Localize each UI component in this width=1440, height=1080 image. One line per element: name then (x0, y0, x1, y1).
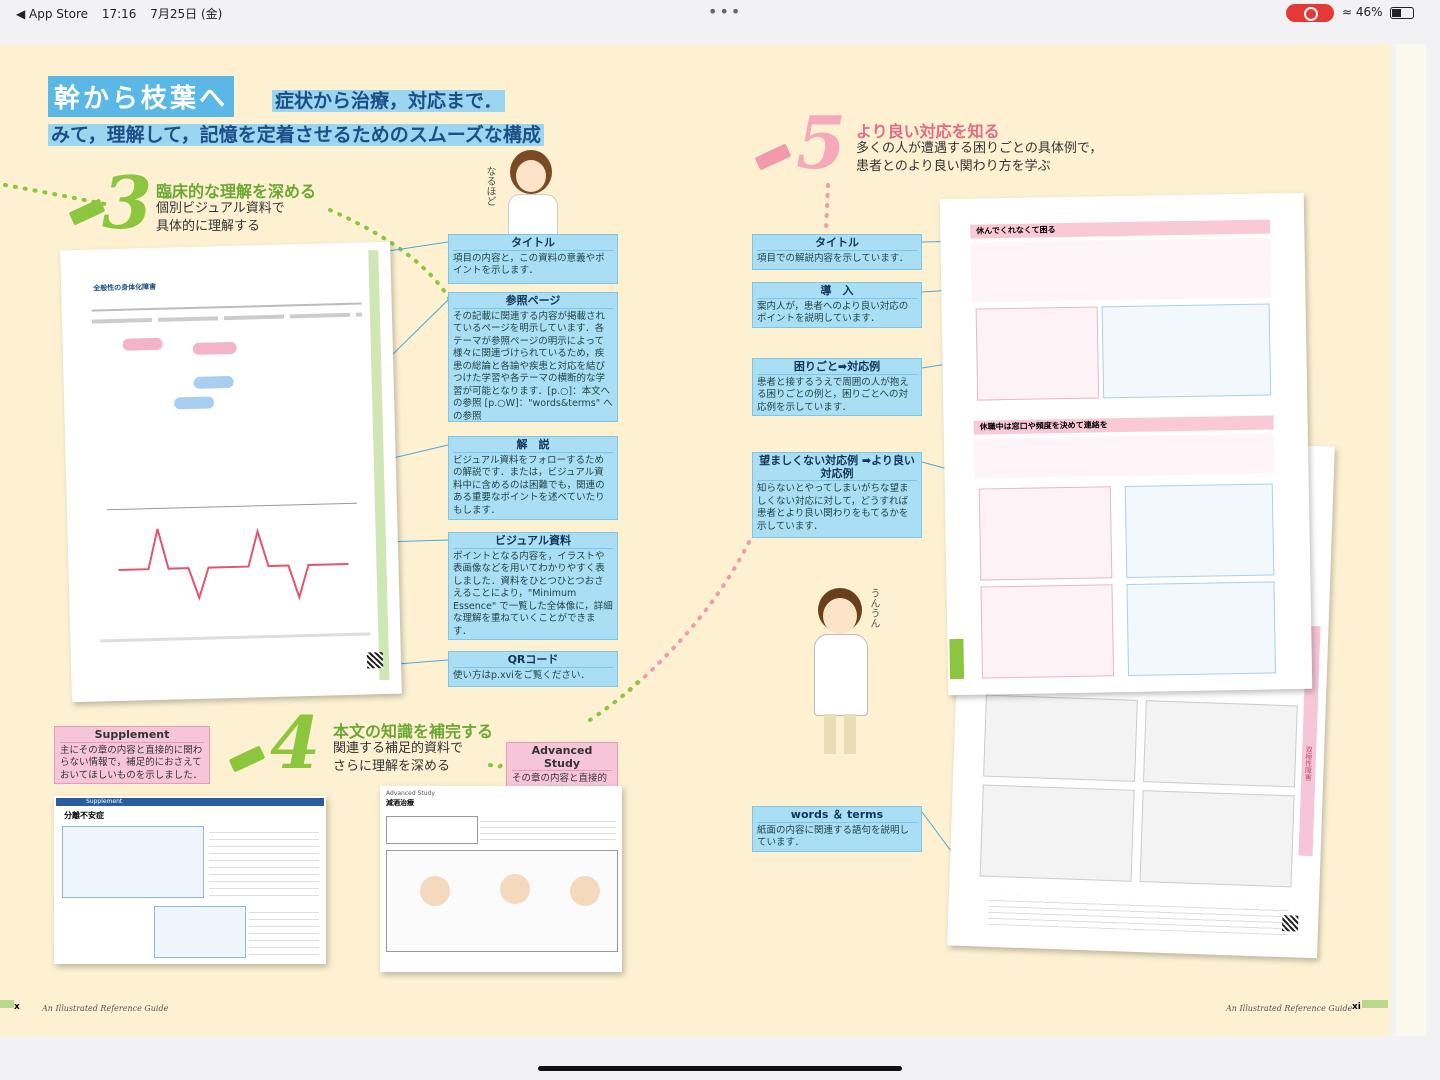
advanced-sample-page: Advanced Study 減酒治療 (380, 786, 622, 972)
callout-explanation-heading: 解 説 (453, 438, 613, 453)
callout-introduction-body: 案内人が，患者へのより良い対応のポイントを説明しています． (757, 300, 909, 325)
callout-words-body: 紙面の内容に関連する語句を説明しています． (757, 824, 910, 849)
callout-bad-vs-good: 望ましくない対応例 ➡より良い対応例知らないとやってしまいがちな望ましくない対応… (752, 452, 922, 538)
section4-sub-1: 関連する補足的資料で (333, 741, 464, 756)
section5-title: より良い対応を知る (856, 122, 1000, 141)
section5-sub-2: 患者とのより良い関わり方を学ぶ (856, 159, 1051, 174)
callout-explanation: 解 説ビジュアル資料をフォローするための解説です．または，ビジュアル資料中に含め… (448, 436, 618, 520)
supplement-heading: Supplement (60, 728, 204, 743)
home-indicator[interactable] (538, 1066, 902, 1071)
section5-sub-1: 多くの人が遭遇する困りごとの具体例で， (856, 141, 1103, 156)
supplement-sample-page: Supplement 分離不安症 (54, 796, 326, 964)
callout-reference-heading: 参照ページ (453, 294, 613, 309)
section3-number: 3 (102, 160, 153, 245)
callout-reference-body: その記載に関連する内容が掲載されているページを明示しています．各テーマが参照ペー… (453, 310, 613, 422)
callout-title: タイトル項目の内容と，この資料の意義やポイントを示します． (448, 234, 618, 284)
section5-sub: 多くの人が遭遇する困りごとの具体例で， 患者とのより良い関わり方を学ぶ (856, 140, 1102, 176)
callout-visual-body: ポイントとなる内容を，イラストや表画像などを用いてわかりやすく表しました．資料を… (453, 550, 613, 637)
screen-recording-indicator[interactable] (1286, 4, 1334, 22)
callout-trouble-body: 患者と接するうえで周囲の人が抱える困りごとの例と，困りごとへの対応例を示していま… (757, 376, 909, 413)
status-left: ◀ App Store 17:16 7月25日 (金) (16, 5, 232, 22)
callout-reference-page: 参照ページその記載に関連する内容が掲載されているページを明示しています．各テーマ… (448, 292, 618, 422)
callout-introduction-heading: 導 入 (757, 284, 917, 299)
footer-bar-right (1362, 1000, 1388, 1008)
callout-right-title-heading: タイトル (757, 236, 917, 251)
supplement-sample-heading: Supplement (56, 798, 324, 806)
status-time: 17:16 (101, 7, 137, 21)
callout-bad-good-heading: 望ましくない対応例 ➡より良い対応例 (757, 454, 917, 481)
headline-sub: 症状から治療，対応まで． (272, 86, 506, 113)
callout-bad-good-body: 知らないとやってしまいがちな望ましくない対応に対して，どうすれば患者とより良い関… (757, 483, 909, 532)
status-date: 7月25日 (金) (150, 7, 223, 21)
sample-page-left-heading: 全般性の身体化障害 (93, 282, 157, 293)
footer-right-text: An Illustrated Reference Guide (1226, 1004, 1353, 1013)
nurse-character (500, 150, 560, 236)
callout-visual-heading: ビジュアル資料 (453, 534, 613, 549)
battery-percent: 46% (1355, 5, 1383, 19)
callout-trouble-heading: 困りごと➡対応例 (757, 360, 917, 375)
side-tab-label: 双極性障害 (1304, 745, 1314, 782)
sample-page-right-front: 休んでくれなくて困る 休職中は窓口や頻度を決めて連絡を (939, 192, 1313, 696)
callout-qr-body: 使い方はp.xviをご覧ください． (453, 669, 590, 681)
section3-sub-2: 具体的に理解する (156, 219, 261, 234)
qr-code-icon (366, 652, 384, 669)
naruhodo-text: なるほど (484, 166, 495, 206)
callout-explanation-body: ビジュアル資料をフォローするための解説です．または，ビジュアル資料中に含めるのは… (453, 454, 605, 516)
status-right: ≈ 46% (1342, 5, 1415, 19)
right-page-subtitle: 休職中は窓口や頻度を決めて連絡を (973, 415, 1274, 435)
wifi-icon: ≈ (1342, 5, 1353, 19)
callout-qr-code: QRコード使い方はp.xviをご覧ください． (448, 651, 618, 687)
battery-icon (1390, 6, 1415, 19)
supplement-sample-title: 分離不安症 (64, 811, 104, 820)
sample-page-left: 全般性の身体化障害 (60, 241, 402, 703)
callout-visual-material: ビジュアル資料ポイントとなる内容を，イラストや表画像などを用いてわかりやすく表し… (448, 532, 618, 640)
headline-main: 幹から枝葉へ (48, 76, 235, 117)
callout-title-body: 項目の内容と，この資料の意義やポイントを示します． (453, 252, 605, 277)
section4-title: 本文の知識を補完する (333, 722, 494, 741)
callout-introduction: 導 入案内人が，患者へのより良い対応のポイントを説明しています． (752, 282, 922, 328)
doctor-character (812, 588, 868, 764)
record-icon (1304, 7, 1318, 21)
callout-words-heading: words ＆ terms (757, 808, 917, 823)
supplement-body: 主にその章の内容と直接的に関わらない情報で，補足的におさえておいてほしいものを示… (60, 744, 203, 781)
status-bar: ◀ App Store 17:16 7月25日 (金) ••• ≈ 46% (0, 0, 1440, 26)
unun-text: うんうん (868, 588, 879, 628)
multitasking-dots-icon[interactable]: ••• (708, 2, 743, 21)
section4-sub-2: さらに理解を深める (333, 759, 451, 774)
back-to-app-store-link[interactable]: ◀ App Store (16, 7, 89, 21)
callout-right-title: タイトル項目での解説内容を示しています． (752, 234, 922, 270)
advanced-sample-heading: Advanced Study (386, 790, 435, 797)
section3-title: 臨床的な理解を深める (156, 182, 317, 201)
section3-sub-1: 個別ビジュアル資料で (156, 201, 285, 216)
section4-sub: 関連する補足的資料でさらに理解を深める (333, 740, 463, 776)
page-number-left: x (14, 1002, 20, 1012)
footer-bar-left (0, 1000, 14, 1008)
next-page-edge (1396, 44, 1426, 1036)
callout-trouble-response: 困りごと➡対応例患者と接するうえで周囲の人が抱える困りごとの例と，困りごとへの対… (752, 358, 922, 416)
qr-code-icon-right (1281, 915, 1299, 932)
section3-sub: 個別ビジュアル資料で具体的に理解する (156, 200, 285, 236)
page-number-right: xi (1352, 1002, 1361, 1012)
headline-desc-text: みて，理解して，記憶を定着させるためのスムーズな構成 (48, 124, 544, 146)
callout-title-heading: タイトル (453, 236, 613, 251)
headline-desc: みて，理解して，記憶を定着させるためのスムーズな構成 (48, 120, 544, 147)
advanced-sample-title: 減酒治療 (386, 799, 414, 807)
callout-right-title-body: 項目での解説内容を示しています． (757, 252, 909, 264)
mood-wave-chart (118, 527, 349, 602)
footer-left-text: An Illustrated Reference Guide (42, 1004, 169, 1013)
section5-number: 5 (796, 100, 847, 185)
right-page-title: 休んでくれなくて困る (970, 219, 1271, 239)
section4-number: 4 (270, 700, 321, 785)
headline-sub-text: 症状から治療，対応まで． (272, 90, 506, 112)
callout-qr-heading: QRコード (453, 653, 613, 668)
advanced-heading: Advanced Study (512, 744, 612, 771)
